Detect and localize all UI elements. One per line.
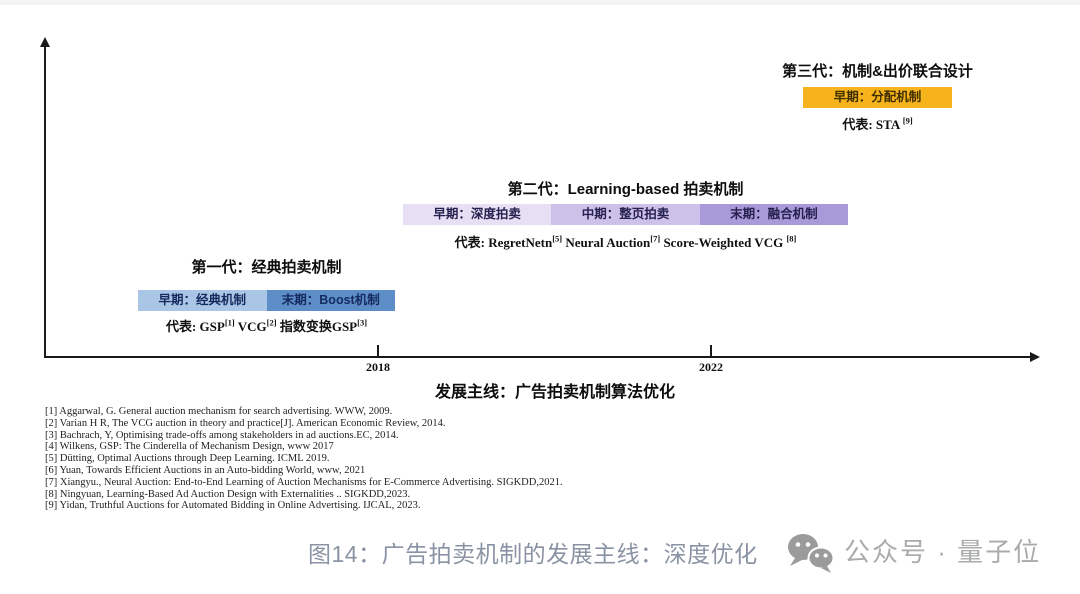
tick-2022: [710, 345, 712, 356]
reference-item: [9] Yidan, Truthful Auctions for Automat…: [45, 500, 421, 512]
generation-1-phase-bar: 早期：经典机制 末期：Boost机制: [138, 290, 395, 311]
rep-citation: [2]: [266, 317, 277, 328]
reference-item: [8] Ningyuan, Learning-Based Ad Auction …: [45, 488, 411, 500]
reference-item: [2] Varian H R, The VCG auction in theor…: [45, 417, 446, 429]
timeline-axis-label: 发展主线：广告拍卖机制算法优化: [434, 384, 675, 401]
rep-citation: [5]: [552, 233, 563, 244]
tick-2018: [377, 345, 379, 356]
tick-label-2018: 2018: [366, 360, 390, 374]
phase-gen2-early: 早期：深度拍卖: [403, 204, 552, 225]
reference-item: [3] Bachrach, Y, Optimising trade-offs a…: [45, 429, 399, 441]
rep-citation: [3]: [357, 317, 368, 328]
reference-item: [4] Wilkens, GSP: The Cinderella of Mech…: [45, 441, 334, 453]
phase-gen2-mid: 中期：整页拍卖: [551, 204, 700, 225]
rep-text: Neural Auction: [562, 235, 651, 250]
wechat-icon: [788, 534, 835, 573]
reference-item: [1] Aggarwal, G. General auction mechani…: [45, 406, 393, 417]
rep-text: 指数变换GSP: [276, 319, 358, 334]
x-axis-arrowhead: [1030, 352, 1040, 362]
rep-citation: [7]: [650, 233, 661, 244]
generation-2-title: 第二代：Learning-based 拍卖机制: [507, 181, 744, 198]
rep-text: VCG: [234, 319, 267, 334]
top-border-band: [0, 0, 1080, 5]
rep-citation: [9]: [902, 115, 913, 126]
reference-item: [7] Xiangyu., Neural Auction: End-to-End…: [45, 476, 563, 488]
phase-gen1-early: 早期：经典机制: [138, 290, 267, 311]
rep-text: 代表: STA: [842, 117, 903, 132]
generation-3-representatives: 代表: STA [9]: [803, 114, 952, 133]
generation-1-representatives: 代表: GSP[1] VCG[2] 指数变换GSP[3]: [138, 316, 395, 335]
generation-2-phase-bar: 早期：深度拍卖 中期：整页拍卖 末期：融合机制: [403, 204, 848, 225]
generation-1-block: 第一代：经典拍卖机制 早期：经典机制 末期：Boost机制 代表: GSP[1]…: [138, 256, 395, 336]
generation-3-block: 第三代：机制&出价联合设计 早期：分配机制 代表: STA [9]: [782, 60, 973, 140]
rep-citation: [1]: [224, 317, 235, 328]
generation-1-title: 第一代：经典拍卖机制: [191, 259, 342, 276]
figure-caption: 图14：广告拍卖机制的发展主线：深度优化: [308, 541, 758, 567]
generation-2-block: 第二代：Learning-based 拍卖机制 早期：深度拍卖 中期：整页拍卖 …: [403, 178, 848, 258]
generation-2-representatives: 代表: RegretNetn[5] Neural Auction[7] Scor…: [403, 232, 848, 251]
rep-text: 代表: GSP: [165, 319, 225, 334]
generation-3-phase-bar: 早期：分配机制: [803, 87, 952, 108]
rep-text: 代表: RegretNetn: [454, 235, 553, 250]
generation-3-title: 第三代：机制&出价联合设计: [782, 63, 973, 80]
tick-label-2022: 2022: [699, 360, 723, 374]
rep-text: Score-Weighted VCG: [660, 235, 787, 250]
y-axis-arrowhead: [40, 37, 50, 47]
source-account-label: 公众号 · 量子位: [844, 537, 1042, 567]
rep-citation: [8]: [786, 233, 797, 244]
x-axis-line: [44, 356, 1032, 358]
phase-gen1-late: 末期：Boost机制: [266, 290, 395, 311]
reference-item: [6] Yuan, Towards Efficient Auctions in …: [45, 464, 366, 476]
y-axis-line: [44, 46, 46, 358]
phase-gen2-late: 末期：融合机制: [699, 204, 848, 225]
phase-gen3-early: 早期：分配机制: [803, 87, 952, 108]
reference-list: [1] Aggarwal, G. General auction mechani…: [45, 406, 605, 512]
reference-item: [5] Dütting, Optimal Auctions through De…: [45, 453, 330, 465]
